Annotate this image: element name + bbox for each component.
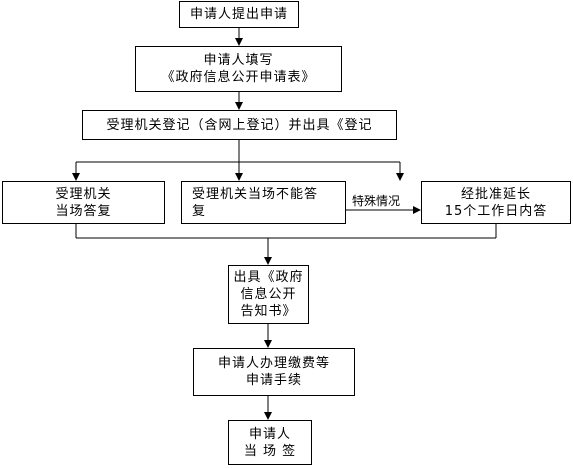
node-pay-fees-line-1: 申请人办理缴费等 [217,356,330,371]
node-answer-now-line-2: 当场答复 [55,203,112,219]
node-cannot-answer: 受理机关当场不能答 复 [181,181,346,224]
node-cannot-answer-line-1: 受理机关当场不能答 [192,186,319,202]
node-answer-now-line-1: 受理机关 [55,186,112,202]
node-issue-notice: 出具《政府 信息公开 告知书》 [228,265,309,324]
node-fill-form: 申请人填写 《政府信息公开申请表》 [135,46,342,92]
node-apply-line-1: 申请人提出申请 [189,7,288,22]
node-issue-notice-line-2: 信息公开 [240,287,297,302]
node-sign-line-1: 申请人 [248,426,291,442]
node-sign-line-2: 当 场 签 [243,443,297,459]
node-cannot-answer-line-2: 复 [192,203,207,219]
node-issue-notice-line-1: 出具《政府 [233,270,304,285]
label-special-case: 特殊情况 [352,194,401,208]
node-extend: 经批准延长 15个工作日内答 [421,181,571,224]
node-pay-fees-line-2: 申请手续 [245,373,302,388]
node-fill-form-line-1: 申请人填写 [203,53,274,68]
node-sign: 申请人 当 场 签 [228,420,312,465]
node-issue-notice-line-3: 告知书》 [240,304,297,319]
node-register: 受理机关登记（含网上登记）并出具《登记 [82,110,397,140]
node-answer-now: 受理机关 当场答复 [2,181,165,224]
node-pay-fees: 申请人办理缴费等 申请手续 [193,348,355,396]
node-extend-line-1: 经批准延长 [460,186,531,202]
node-register-line-1: 受理机关登记（含网上登记）并出具《登记 [106,117,373,133]
node-extend-line-2: 15个工作日内答 [444,203,548,219]
node-fill-form-line-2: 《政府信息公开申请表》 [161,70,316,85]
node-apply: 申请人提出申请 [179,1,299,28]
